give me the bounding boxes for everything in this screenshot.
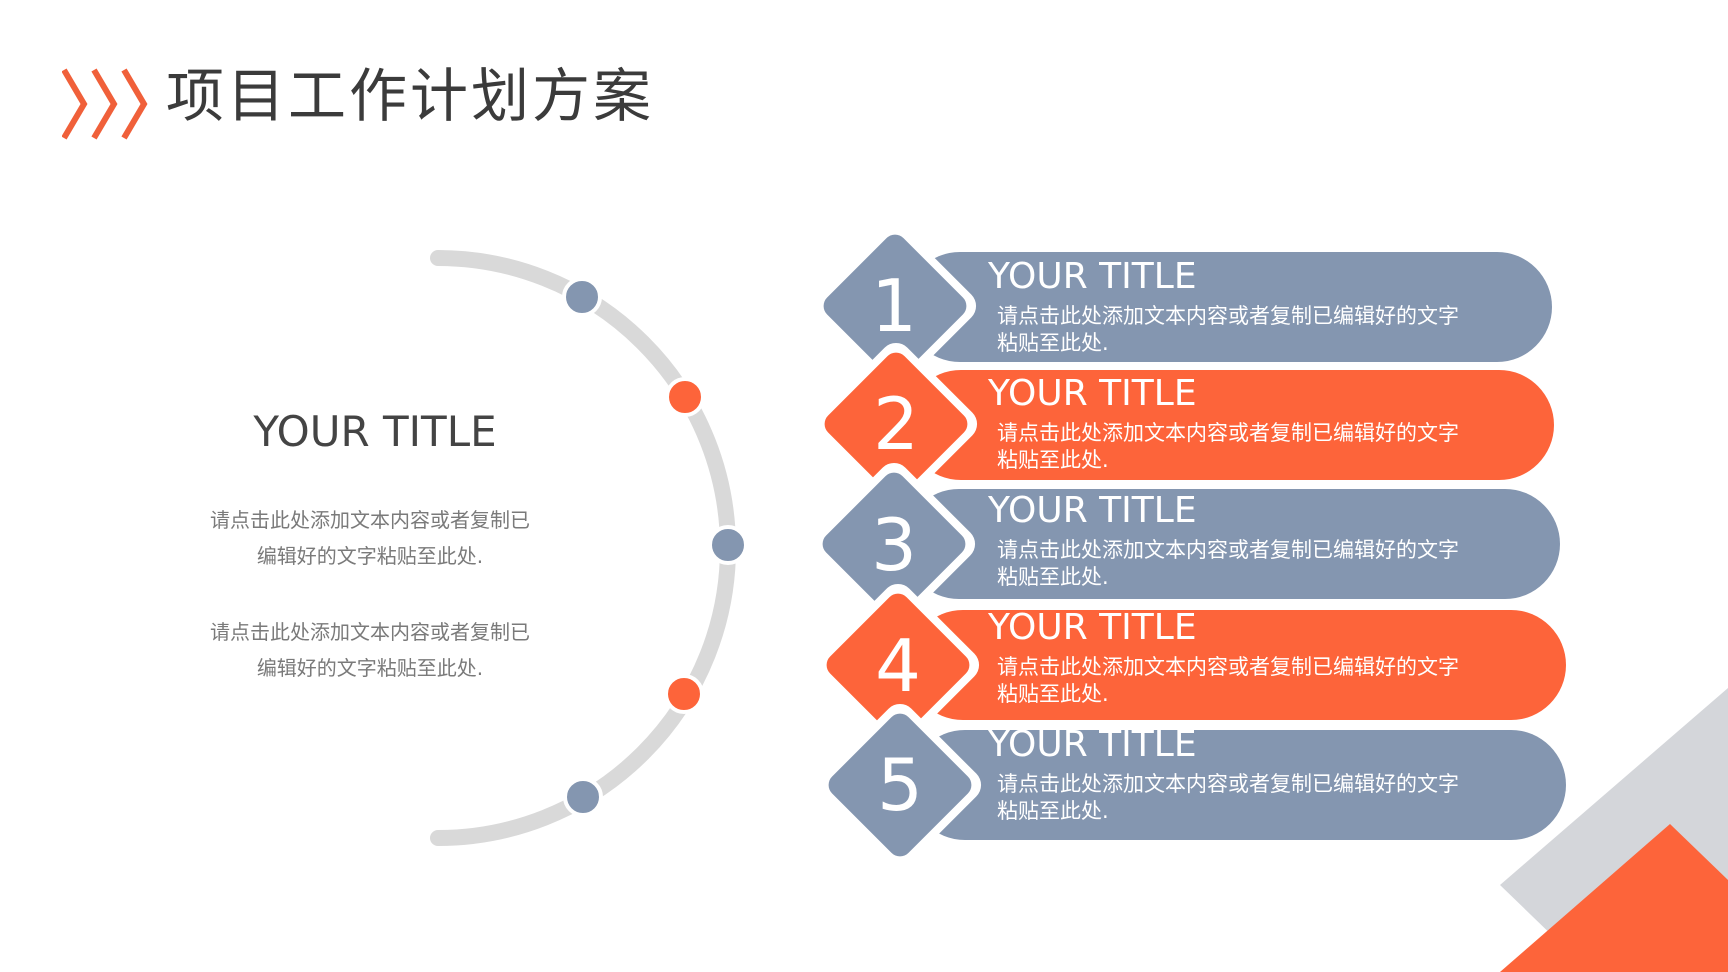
item-3-bar — [904, 489, 1560, 599]
item-3-diamond — [822, 472, 966, 616]
left-paragraph-2-line-2: 编辑好的文字粘贴至此处. — [256, 656, 484, 680]
item-2-diamond — [824, 352, 968, 496]
left-paragraph-1: 请点击此处添加文本内容或者复制已 编辑好的文字粘贴至此处. — [180, 502, 560, 574]
left-paragraph-1-line-1: 请点击此处添加文本内容或者复制已 — [210, 508, 530, 532]
item-1-title: YOUR TITLE — [988, 256, 1197, 297]
item-3-number: 3 — [871, 503, 917, 587]
item-2-number: 2 — [873, 382, 919, 466]
left-paragraph-2: 请点击此处添加文本内容或者复制已 编辑好的文字粘贴至此处. — [180, 614, 560, 686]
arc-dot-5 — [563, 777, 603, 817]
item-2-bar — [906, 370, 1554, 480]
page-title: 项目工作计划方案 — [166, 62, 655, 130]
arc-dot-4 — [664, 674, 704, 714]
item-1-text-line-1: 请点击此处添加文本内容或者复制已编辑好的文字 — [997, 304, 1459, 328]
item-3-text-line-1: 请点击此处添加文本内容或者复制已编辑好的文字 — [997, 538, 1459, 562]
item-5-bar — [910, 730, 1566, 840]
item-4-title: YOUR TITLE — [988, 607, 1197, 648]
arc-dot-2 — [665, 377, 705, 417]
item-3-title: YOUR TITLE — [988, 490, 1197, 531]
left-title: YOUR TITLE — [253, 407, 497, 456]
arc-dot-3 — [708, 525, 748, 565]
item-1-diamond — [823, 234, 967, 378]
item-5-title: YOUR TITLE — [988, 724, 1197, 765]
arc-dot-1 — [562, 277, 602, 317]
item-3-text-line-2: 粘贴至此处. — [997, 565, 1109, 589]
left-paragraph-1-line-2: 编辑好的文字粘贴至此处. — [256, 544, 484, 568]
item-5-text-line-1: 请点击此处添加文本内容或者复制已编辑好的文字 — [997, 772, 1459, 796]
chevrons-icon — [62, 68, 148, 140]
item-2-text-line-1: 请点击此处添加文本内容或者复制已编辑好的文字 — [997, 421, 1459, 445]
item-5-diamond — [828, 713, 972, 857]
item-4-diamond — [826, 593, 970, 737]
item-4-bar — [908, 610, 1566, 720]
item-4-text: 请点击此处添加文本内容或者复制已编辑好的文字 粘贴至此处. — [997, 654, 1517, 708]
item-4-number: 4 — [875, 624, 921, 708]
item-4-text-line-1: 请点击此处添加文本内容或者复制已编辑好的文字 — [997, 655, 1459, 679]
item-5-text-line-2: 粘贴至此处. — [997, 799, 1109, 823]
left-paragraph-2-line-1: 请点击此处添加文本内容或者复制已 — [210, 620, 530, 644]
item-4-text-line-2: 粘贴至此处. — [997, 682, 1109, 706]
item-2-title: YOUR TITLE — [988, 373, 1197, 414]
item-2-text-line-2: 粘贴至此处. — [997, 448, 1109, 472]
item-5-text: 请点击此处添加文本内容或者复制已编辑好的文字 粘贴至此处. — [997, 771, 1517, 825]
item-5-number: 5 — [877, 743, 923, 827]
corner-orange-triangle — [1500, 824, 1728, 972]
item-1-text: 请点击此处添加文本内容或者复制已编辑好的文字 粘贴至此处. — [997, 303, 1517, 357]
item-1-text-line-2: 粘贴至此处. — [997, 331, 1109, 355]
item-3-text: 请点击此处添加文本内容或者复制已编辑好的文字 粘贴至此处. — [997, 537, 1517, 591]
item-1-bar — [905, 252, 1552, 362]
item-1-number: 1 — [871, 264, 917, 348]
item-2-text: 请点击此处添加文本内容或者复制已编辑好的文字 粘贴至此处. — [997, 420, 1517, 474]
